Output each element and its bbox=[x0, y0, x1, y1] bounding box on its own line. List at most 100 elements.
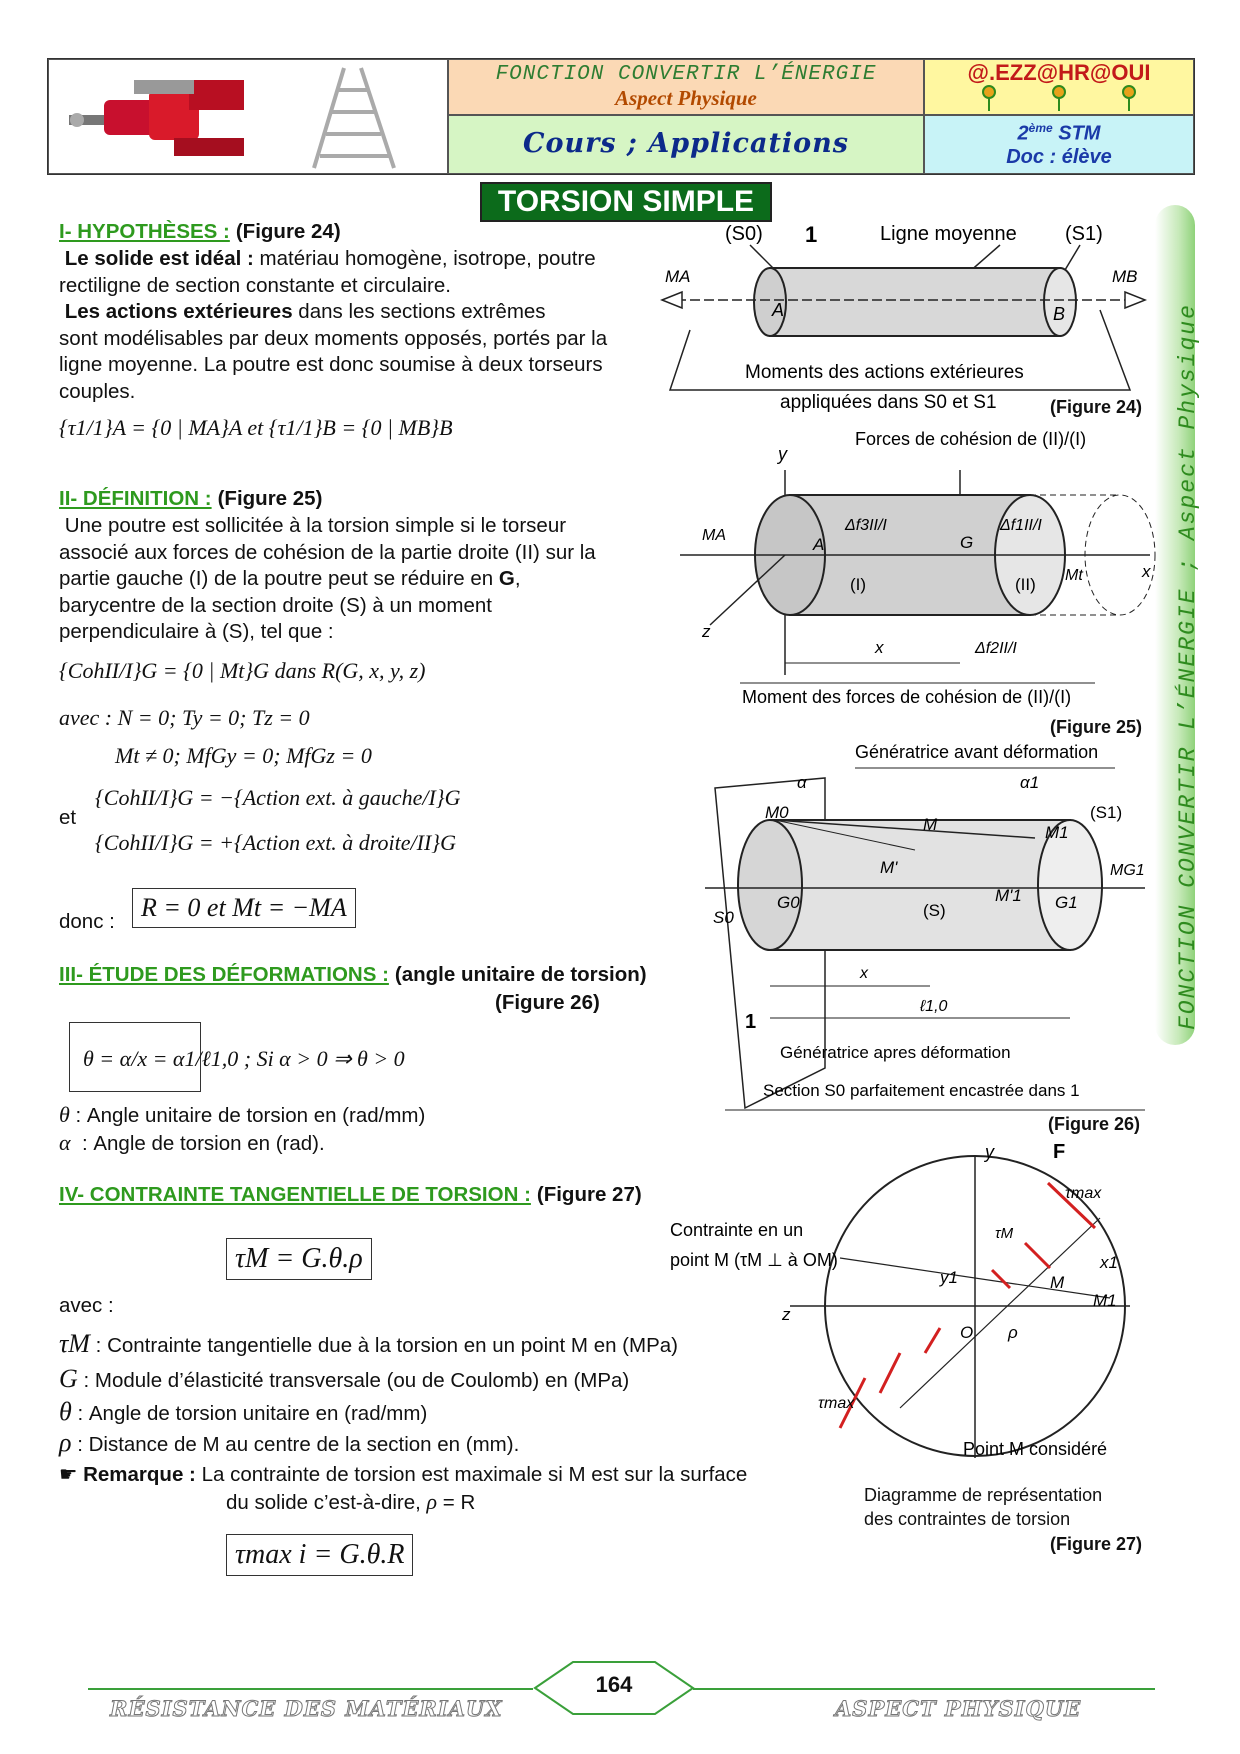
fig27-stress-arrows bbox=[838, 1181, 1097, 1429]
fig27-contrainte-1: Contrainte en un bbox=[670, 1220, 803, 1240]
fig25-f2: Δf2II/I bbox=[974, 640, 1017, 657]
s3-d2: : Angle de torsion en (rad). bbox=[81, 1131, 325, 1155]
fig24-s1: (S1) bbox=[1065, 223, 1103, 245]
section-3-ref-1: (angle unitaire de torsion) bbox=[394, 963, 647, 986]
figure-26: Génératrice avant déformation α α1 M0 M … bbox=[705, 742, 1145, 1111]
s3-defs: θ : Angle unitaire de torsion en (rad/mm… bbox=[59, 1102, 425, 1157]
fig24-ligne: Ligne moyenne bbox=[880, 223, 1017, 245]
s1-formula: {τ1/1}A = {0 | MA}A et {τ1/1}B = {0 | MB… bbox=[59, 415, 453, 440]
fig24-b: B bbox=[1053, 304, 1065, 324]
fig26-gen-after: Génératrice apres déformation bbox=[780, 1043, 1011, 1062]
header-brand: @.EZZ@HR@OUI bbox=[967, 60, 1151, 85]
s3-formula-text: θ = α/x = α1/ℓ1,0 ; Si α > 0 ⇒ θ > 0 bbox=[83, 1046, 405, 1071]
level-number: 2 bbox=[1017, 122, 1029, 145]
s3-d2-sym: α bbox=[59, 1129, 71, 1155]
footer-line-left bbox=[88, 1688, 533, 1690]
s1-p2-line3: ligne moyenne. La poutre est donc soumis… bbox=[59, 353, 603, 376]
header-cours-cell: Cours ; Applications bbox=[448, 115, 924, 174]
fig25-f3: Δf3II/I bbox=[844, 517, 887, 534]
s2-l4: barycentre de la section droite (S) à un… bbox=[59, 593, 492, 617]
fig26-s0: S0 bbox=[713, 908, 734, 927]
s4-d2: : Module d’élasticité transversale (ou d… bbox=[83, 1369, 630, 1392]
section-2-heading: II- DÉFINITION :(Figure 25) bbox=[59, 487, 322, 511]
figure-25: Forces de cohésion de (II)/(I) y MA A G … bbox=[680, 429, 1156, 707]
header-cours: Cours ; Applications bbox=[522, 128, 850, 159]
fig27-tmax: τmax bbox=[1065, 1185, 1102, 1202]
s4-d3: : Angle de torsion unitaire en (rad/mm) bbox=[77, 1402, 428, 1425]
s2-formula-3: Mt ≠ 0; MfGy = 0; MfGz = 0 bbox=[115, 743, 372, 768]
s4-rem2: du solide c’est-à-dire, bbox=[226, 1490, 421, 1514]
fig25-bottom: Moment des forces de cohésion de (II)/(I… bbox=[742, 687, 1071, 707]
fig24-caption: (Figure 24) bbox=[1050, 397, 1143, 417]
section-3-ref-2: (Figure 26) bbox=[495, 991, 600, 1014]
fig27-diag-2: des contraintes de torsion bbox=[864, 1509, 1071, 1529]
side-band bbox=[1155, 205, 1195, 1045]
fig24-ma: MA bbox=[665, 267, 691, 286]
fig27-diagram-text: Diagramme de représentation des contrain… bbox=[864, 1483, 1102, 1531]
fig27-y: y bbox=[983, 1142, 995, 1162]
s3-d1: : Angle unitaire de torsion en (rad/mm) bbox=[75, 1104, 426, 1127]
header-brand-cell: @.EZZ@HR@OUI bbox=[924, 59, 1194, 115]
s2-l5: perpendiculaire à (S), tel que : bbox=[59, 620, 334, 643]
hand-pointer-icon: ☛ bbox=[59, 1463, 78, 1486]
fig26-m0: M0 bbox=[765, 803, 789, 822]
fig26-g1: G1 bbox=[1055, 893, 1078, 912]
header: FONCTION CONVERTIR L’ÉNERGIE Aspect Phys… bbox=[47, 58, 1195, 175]
section-1-ref: (Figure 24) bbox=[235, 220, 341, 243]
section-2-text: Une poutre est sollicitée à la torsion s… bbox=[59, 513, 679, 646]
fig27-diag-1: Diagramme de représentation bbox=[864, 1485, 1103, 1505]
fig24-one: 1 bbox=[805, 222, 817, 247]
s2-formula-result: R = 0 et Mt = −MA bbox=[132, 888, 356, 928]
fig26-mg1: MG1 bbox=[1110, 862, 1145, 879]
fig26-x: x bbox=[859, 965, 869, 982]
s2-l3a: partie gauche (I) de la poutre peut se r… bbox=[59, 567, 499, 590]
fig25-mt: Mt bbox=[1065, 567, 1083, 584]
s1-p2-line2: sont modélisables par deux moments oppos… bbox=[59, 326, 608, 350]
fig27-f: F bbox=[1053, 1141, 1065, 1163]
s3-d1-sym: θ bbox=[59, 1102, 70, 1127]
fig26-m1p: M'1 bbox=[995, 886, 1022, 905]
s1-p2-bold: Les actions extérieures bbox=[64, 300, 293, 323]
header-subtitle: Aspect Physique bbox=[615, 86, 757, 110]
fig25-a: A bbox=[812, 535, 824, 554]
fig26-section: Section S0 parfaitement encastrée dans 1 bbox=[763, 1081, 1080, 1100]
s4-rem2-sym: ρ bbox=[426, 1488, 438, 1514]
fig26-top: Génératrice avant déformation bbox=[855, 742, 1098, 762]
fig25-i: (I) bbox=[850, 575, 866, 594]
s2-formula-5: {CohII/I}G = +{Action ext. à droite/II}G bbox=[95, 830, 456, 855]
fig26-alpha: α bbox=[797, 773, 808, 792]
fig27-m1: M1 bbox=[1093, 1291, 1117, 1310]
s2-l3c: , bbox=[514, 567, 521, 590]
level-sup: ème bbox=[1028, 121, 1053, 135]
s2-l2: associé aux forces de cohésion de la par… bbox=[59, 540, 596, 564]
fig26-l10: ℓ1,0 bbox=[919, 998, 948, 1015]
main-title: TORSION SIMPLE bbox=[480, 182, 772, 222]
fig27-point: Point M considéré bbox=[963, 1439, 1107, 1459]
level-tail: STM bbox=[1052, 122, 1101, 145]
figure-24: (S0) 1 Ligne moyenne (S1) MA MB A B Mome… bbox=[660, 222, 1148, 413]
s2-et: et bbox=[59, 806, 77, 829]
header-logo-cell bbox=[48, 59, 448, 174]
s4-d1-sym: τM bbox=[59, 1329, 90, 1358]
fig25-x-dim: x bbox=[874, 638, 884, 657]
fig25-z: z bbox=[701, 622, 711, 641]
s4-rem-bold: Remarque : bbox=[83, 1463, 196, 1486]
fig24-beam bbox=[769, 267, 1061, 337]
fig26-m1: M1 bbox=[1045, 823, 1069, 842]
fig26-s1: (S1) bbox=[1090, 803, 1122, 822]
fig26-m: M bbox=[923, 815, 938, 834]
s4-rem2-tail: = R bbox=[437, 1490, 476, 1514]
fig27-caption: (Figure 27) bbox=[1050, 1534, 1143, 1554]
footer-right: ASPECT PHYSIQUE bbox=[834, 1696, 1082, 1722]
fig25-f1: Δf1II/I bbox=[999, 517, 1042, 534]
side-band-text: FONCTION CONVERTIR L’ÉNERGIE ; Aspect Ph… bbox=[1175, 303, 1201, 1030]
s2-formula-2: avec : N = 0; Ty = 0; Tz = 0 bbox=[59, 705, 310, 730]
fig26-one: 1 bbox=[745, 1011, 756, 1033]
section-1-title: I- HYPOTHÈSES : bbox=[59, 220, 230, 243]
section-4-ref: (Figure 27) bbox=[536, 1183, 642, 1206]
fig27-z: z bbox=[781, 1305, 791, 1324]
s2-formula-4: {CohII/I}G = −{Action ext. à gauche/I}G bbox=[95, 785, 461, 810]
fig27-y1: y1 bbox=[939, 1268, 958, 1287]
flowers-decoration bbox=[982, 85, 1136, 111]
fig24-arrow-left bbox=[660, 290, 683, 310]
